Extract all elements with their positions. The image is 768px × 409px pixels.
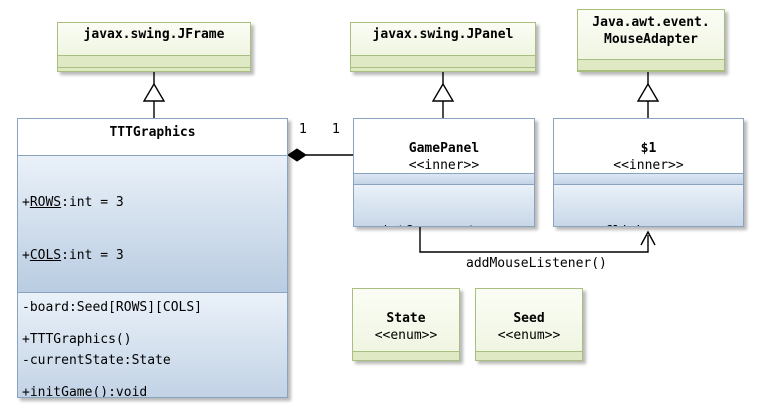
class-box-mouseadapter[interactable]: Java.awt.event. MouseAdapter: [577, 9, 725, 72]
composition-diamond: [287, 148, 307, 162]
class-box-state[interactable]: State <<enum>> <<inner>>: [352, 288, 460, 361]
class-attributes-jframe: [58, 56, 250, 67]
class-methods-seed: [476, 360, 582, 361]
composition-target-multiplicity: 1: [332, 122, 341, 137]
class-box-jpanel[interactable]: javax.swing.JPanel: [350, 22, 536, 72]
class-methods-tttgraphics: +TTTGraphics() +initGame():void +newGame…: [18, 292, 287, 398]
class-attributes-state: [353, 352, 459, 360]
class-title-gamepanel: GamePanel <<inner>>: [354, 119, 534, 174]
class-name-anon1: $1: [640, 141, 657, 156]
attribute-board: -board:Seed[ROWS][COLS]: [22, 300, 203, 315]
class-title-mouseadapter: Java.awt.event. MouseAdapter: [578, 10, 724, 60]
class-title-seed: Seed <<enum>> <<inner>>: [476, 289, 582, 352]
attribute-currentstate: -currentState:State: [22, 352, 171, 368]
class-box-gamepanel[interactable]: GamePanel <<inner>> +paintComponent (g:G…: [353, 118, 535, 227]
class-box-seed[interactable]: Seed <<enum>> <<inner>>: [475, 288, 583, 361]
class-attributes-tttgraphics: +ROWS:int = 3 +COLS:int = 3 -board:Seed[…: [18, 156, 287, 368]
class-box-tttgraphics[interactable]: TTTGraphics +ROWS:int = 3 +COLS:int = 3 …: [17, 118, 288, 398]
class-attributes-seed: [476, 352, 582, 360]
attribute-rows: +ROWS:int = 3: [22, 195, 124, 210]
class-box-jframe[interactable]: javax.swing.JFrame: [57, 22, 251, 72]
class-methods-state: [353, 360, 459, 361]
class-name-state: State: [386, 311, 426, 326]
dependency-line-addmouselistener: [419, 227, 649, 253]
class-title-state: State <<enum>> <<inner>>: [353, 289, 459, 352]
class-methods-jpanel: [351, 67, 535, 71]
class-name-gamepanel: GamePanel: [408, 141, 480, 156]
class-attributes-mouseadapter: [578, 60, 724, 70]
class-stereotype-anon1: <<inner>>: [613, 158, 684, 173]
attribute-cols: +COLS:int = 3: [22, 247, 124, 263]
class-methods-mouseadapter: [578, 70, 724, 71]
class-stereotype-enum-seed: <<enum>>: [497, 328, 561, 343]
composition-source-multiplicity: 1: [299, 122, 308, 137]
class-methods-jframe: [58, 67, 250, 71]
dependency-label-addmouselistener: addMouseListener(): [466, 256, 607, 271]
generalization-arrow-jpanel: [431, 82, 455, 102]
class-title-anon1: $1 <<inner>>: [554, 119, 743, 174]
method-paintcomponent: +paintComponent (g:Graphics):void: [358, 223, 530, 226]
class-title-jframe: javax.swing.JFrame: [58, 23, 250, 56]
class-attributes-gamepanel: [354, 174, 534, 185]
class-title-tttgraphics: TTTGraphics: [18, 119, 287, 156]
method-initgame: +initGame():void: [22, 384, 148, 398]
class-box-anon1[interactable]: $1 <<inner>> +mouseClick (e:MouseEvent):…: [553, 118, 744, 227]
generalization-arrow-mouseadapter: [636, 82, 660, 102]
class-name-seed: Seed: [513, 311, 545, 326]
class-methods-anon1: +mouseClick (e:MouseEvent):void: [554, 185, 743, 226]
class-attributes-jpanel: [351, 56, 535, 67]
generalization-arrow-jframe: [142, 82, 166, 102]
method-constructor: +TTTGraphics(): [22, 332, 132, 347]
class-attributes-anon1: [554, 174, 743, 185]
class-methods-gamepanel: +paintComponent (g:Graphics):void: [354, 185, 534, 226]
class-stereotype-enum-state: <<enum>>: [374, 328, 438, 343]
class-title-jpanel: javax.swing.JPanel: [351, 23, 535, 56]
method-mouseclick: +mouseClick (e:MouseEvent):void: [558, 223, 739, 226]
dependency-arrowhead-addmouselistener: [640, 230, 656, 246]
class-stereotype-gamepanel: <<inner>>: [408, 158, 480, 173]
